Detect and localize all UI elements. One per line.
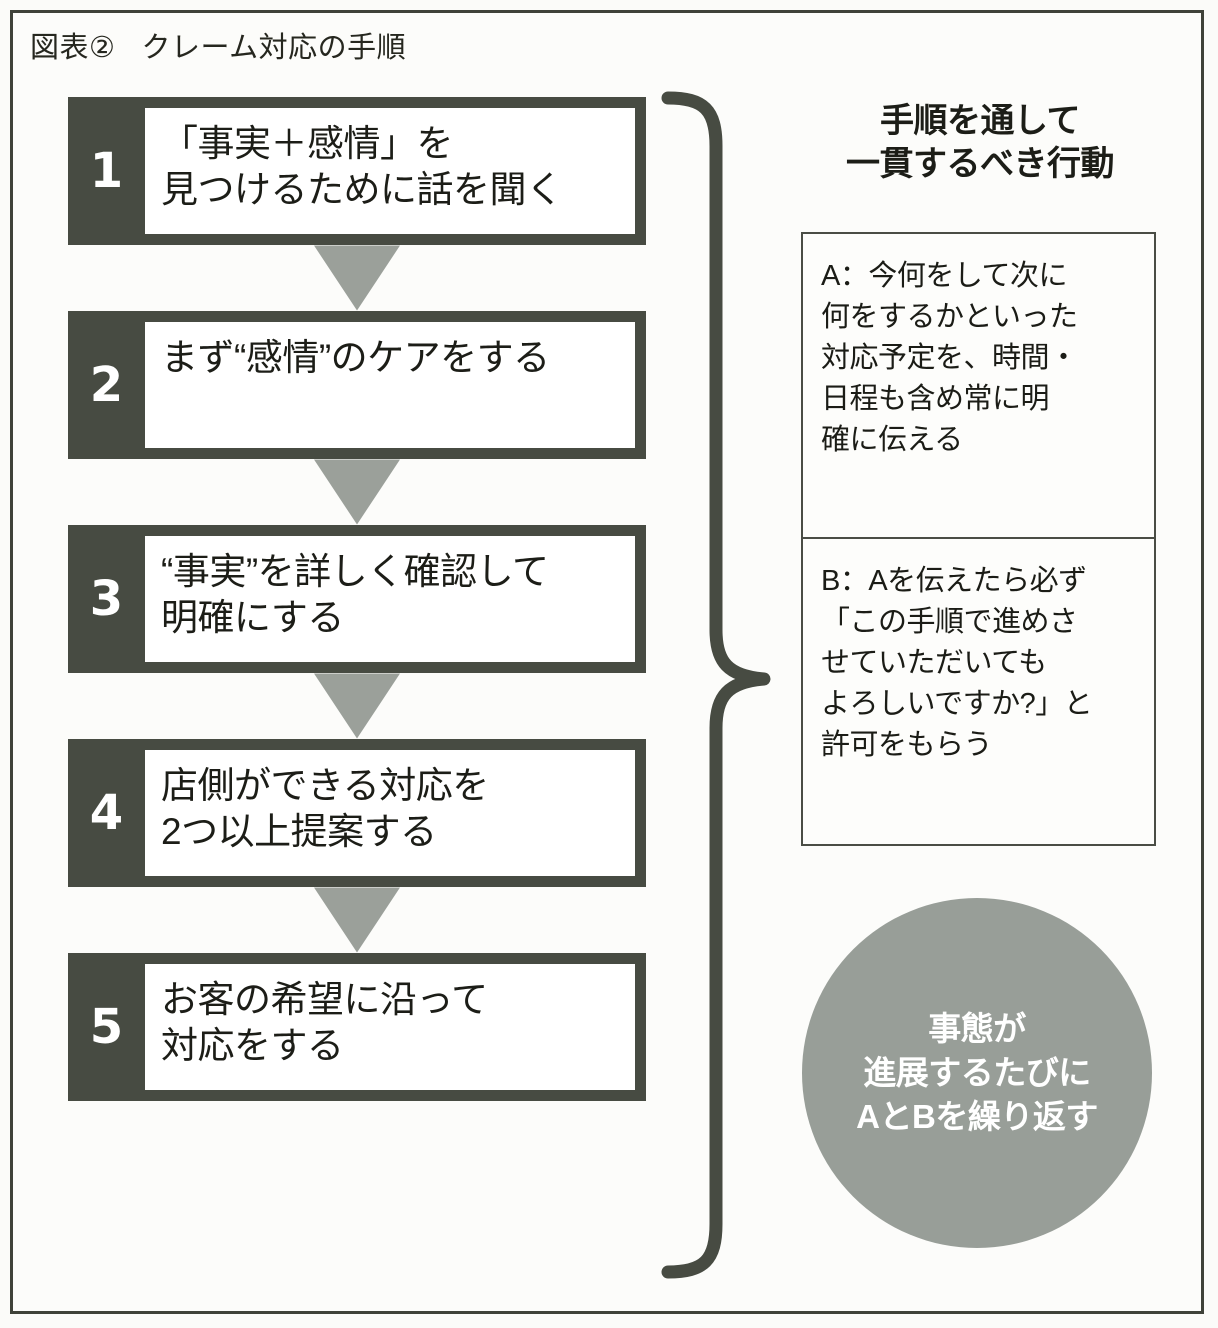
step-text-1: 「事実＋感情」を 見つけるために話を聞く bbox=[161, 123, 563, 210]
step-body-5: お客の希望に沿って 対応をする bbox=[145, 964, 635, 1090]
step-body-1: 「事実＋感情」を 見つけるために話を聞く bbox=[145, 108, 635, 234]
step-box-5[interactable]: 5 お客の希望に沿って 対応をする bbox=[68, 953, 646, 1101]
loop-note-circle: 事態が 進展するたびに AとBを繰り返す bbox=[802, 898, 1152, 1248]
step-body-4: 店側ができる対応を 2つ以上提案する bbox=[145, 750, 635, 876]
arrow-gap-4-5 bbox=[68, 887, 646, 953]
action-text-a: A：今何をして次に 何をするかといった 対応予定を、時間・ 日程も含め常に明 確… bbox=[821, 260, 1078, 456]
right-panel-heading: 手順を通して 一貫するべき行動 bbox=[846, 102, 1115, 183]
step-box-1[interactable]: 1 「事実＋感情」を 見つけるために話を聞く bbox=[68, 97, 646, 245]
step-number-3: 3 bbox=[89, 571, 124, 627]
consistent-actions-table: A：今何をして次に 何をするかといった 対応予定を、時間・ 日程も含め常に明 確… bbox=[801, 232, 1156, 846]
figure-label: 図表② bbox=[30, 32, 116, 64]
step-body-2: まず“感情”のケアをする bbox=[145, 322, 635, 448]
step-number-2: 2 bbox=[89, 357, 124, 413]
step-box-4[interactable]: 4 店側ができる対応を 2つ以上提案する bbox=[68, 739, 646, 887]
step-text-5: お客の希望に沿って 対応をする bbox=[161, 979, 488, 1066]
figure-title-text: クレーム対応の手順 bbox=[141, 32, 407, 64]
loop-note-text: 事態が 進展するたびに AとBを繰り返す bbox=[856, 1010, 1098, 1135]
step-number-4: 4 bbox=[89, 785, 124, 841]
down-triangle-icon bbox=[314, 887, 400, 953]
step-text-3: “事実”を詳しく確認して 明確にする bbox=[161, 551, 549, 638]
action-cell-b: B：Aを伝えたら必ず 「この手順で進めさ せていただいても よろしいですか?」と… bbox=[803, 539, 1154, 844]
step-text-4: 店側ができる対応を 2つ以上提案する bbox=[161, 765, 489, 852]
down-triangle-icon bbox=[314, 245, 400, 311]
step-number-1: 1 bbox=[89, 143, 124, 199]
action-text-b: B：Aを伝えたら必ず 「この手順で進めさ せていただいても よろしいですか?」と… bbox=[821, 565, 1093, 761]
action-cell-a: A：今何をして次に 何をするかといった 対応予定を、時間・ 日程も含め常に明 確… bbox=[803, 234, 1154, 539]
arrow-gap-3-4 bbox=[68, 673, 646, 739]
down-triangle-icon bbox=[314, 459, 400, 525]
curly-brace-icon bbox=[660, 90, 776, 1280]
page-title: 図表② クレーム対応の手順 bbox=[30, 24, 406, 66]
step-box-2[interactable]: 2 まず“感情”のケアをする bbox=[68, 311, 646, 459]
arrow-gap-1-2 bbox=[68, 245, 646, 311]
step-number-5: 5 bbox=[89, 999, 124, 1055]
down-triangle-icon bbox=[314, 673, 400, 739]
arrow-gap-2-3 bbox=[68, 459, 646, 525]
step-text-2: まず“感情”のケアをする bbox=[161, 337, 550, 378]
step-body-3: “事実”を詳しく確認して 明確にする bbox=[145, 536, 635, 662]
step-box-3[interactable]: 3 “事実”を詳しく確認して 明確にする bbox=[68, 525, 646, 673]
steps-column: 1 「事実＋感情」を 見つけるために話を聞く 2 まず“感情”のケアをする 3 … bbox=[68, 97, 646, 1101]
